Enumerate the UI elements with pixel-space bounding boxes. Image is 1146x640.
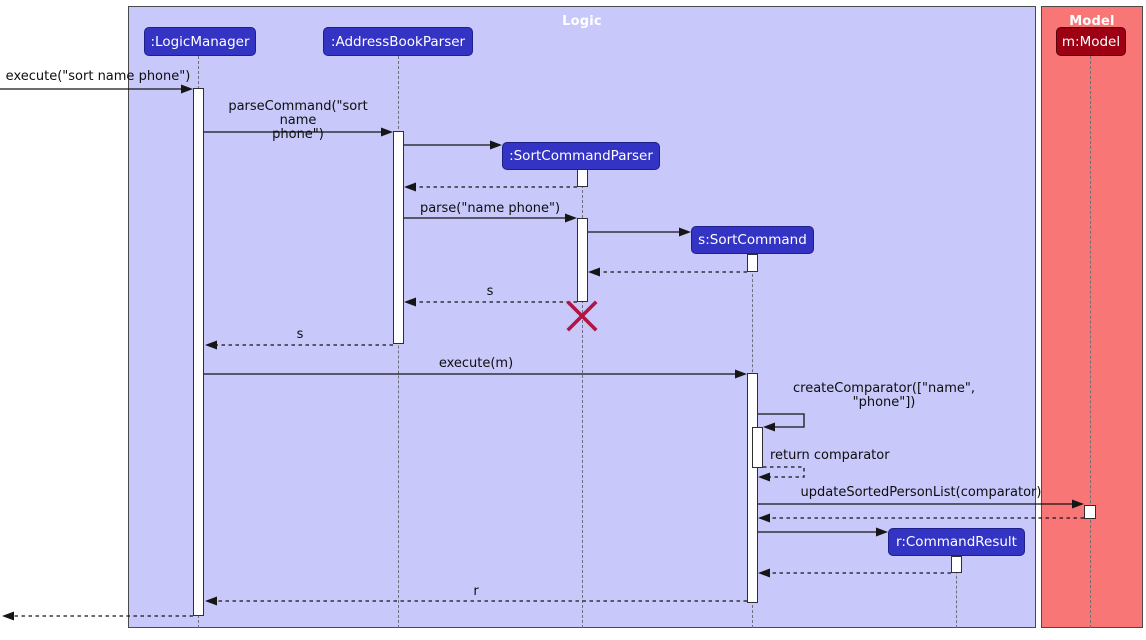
activation-sort-command-parser-create [577,169,588,187]
activation-sort-command-self [752,427,763,468]
participant-sort-command-parser-label: :SortCommandParser [509,148,653,164]
message-update-sorted-person-list: updateSortedPersonList(comparator) [800,485,1042,500]
participant-address-book-parser: :AddressBookParser [323,27,473,56]
participant-logic-manager: :LogicManager [144,27,256,56]
participant-model: m:Model [1056,27,1126,56]
message-execute-found: execute("sort name phone") [5,69,191,84]
participant-sort-command-label: s:SortCommand [698,232,807,248]
activation-sort-command-create [747,254,758,272]
message-parse: parse("name phone") [419,201,561,216]
lifeline-model [1090,56,1091,628]
participant-model-label: m:Model [1061,33,1121,50]
message-create-comparator: createComparator(["name", "phone"]) [793,381,975,410]
activation-sort-command-parser-parse [577,218,588,302]
participant-address-book-parser-label: :AddressBookParser [330,33,466,50]
model-frame: Model [1041,6,1143,628]
participant-command-result-label: r:CommandResult [896,534,1017,550]
message-return-comparator: return comparator [770,448,890,463]
logic-frame-title: Logic [562,14,602,29]
model-frame-title: Model [1069,14,1115,29]
activation-logic-manager [193,88,204,616]
activation-sort-command-execute [747,373,758,603]
participant-sort-command: s:SortCommand [691,226,814,254]
lifeline-command-result [956,556,957,628]
message-return-s-parser: s [486,284,494,299]
activation-address-book-parser [393,131,404,344]
activation-model [1084,505,1096,519]
activation-command-result [951,556,962,573]
lifeline-sort-command-parser [582,170,583,628]
message-return-s-manager: s [296,327,304,342]
message-parse-command: parseCommand("sort name phone") [228,99,368,142]
message-return-r: r [473,584,479,599]
message-execute-m: execute(m) [438,356,514,371]
participant-command-result: r:CommandResult [888,528,1025,556]
participant-logic-manager-label: :LogicManager [150,33,250,50]
participant-sort-command-parser: :SortCommandParser [502,142,660,170]
